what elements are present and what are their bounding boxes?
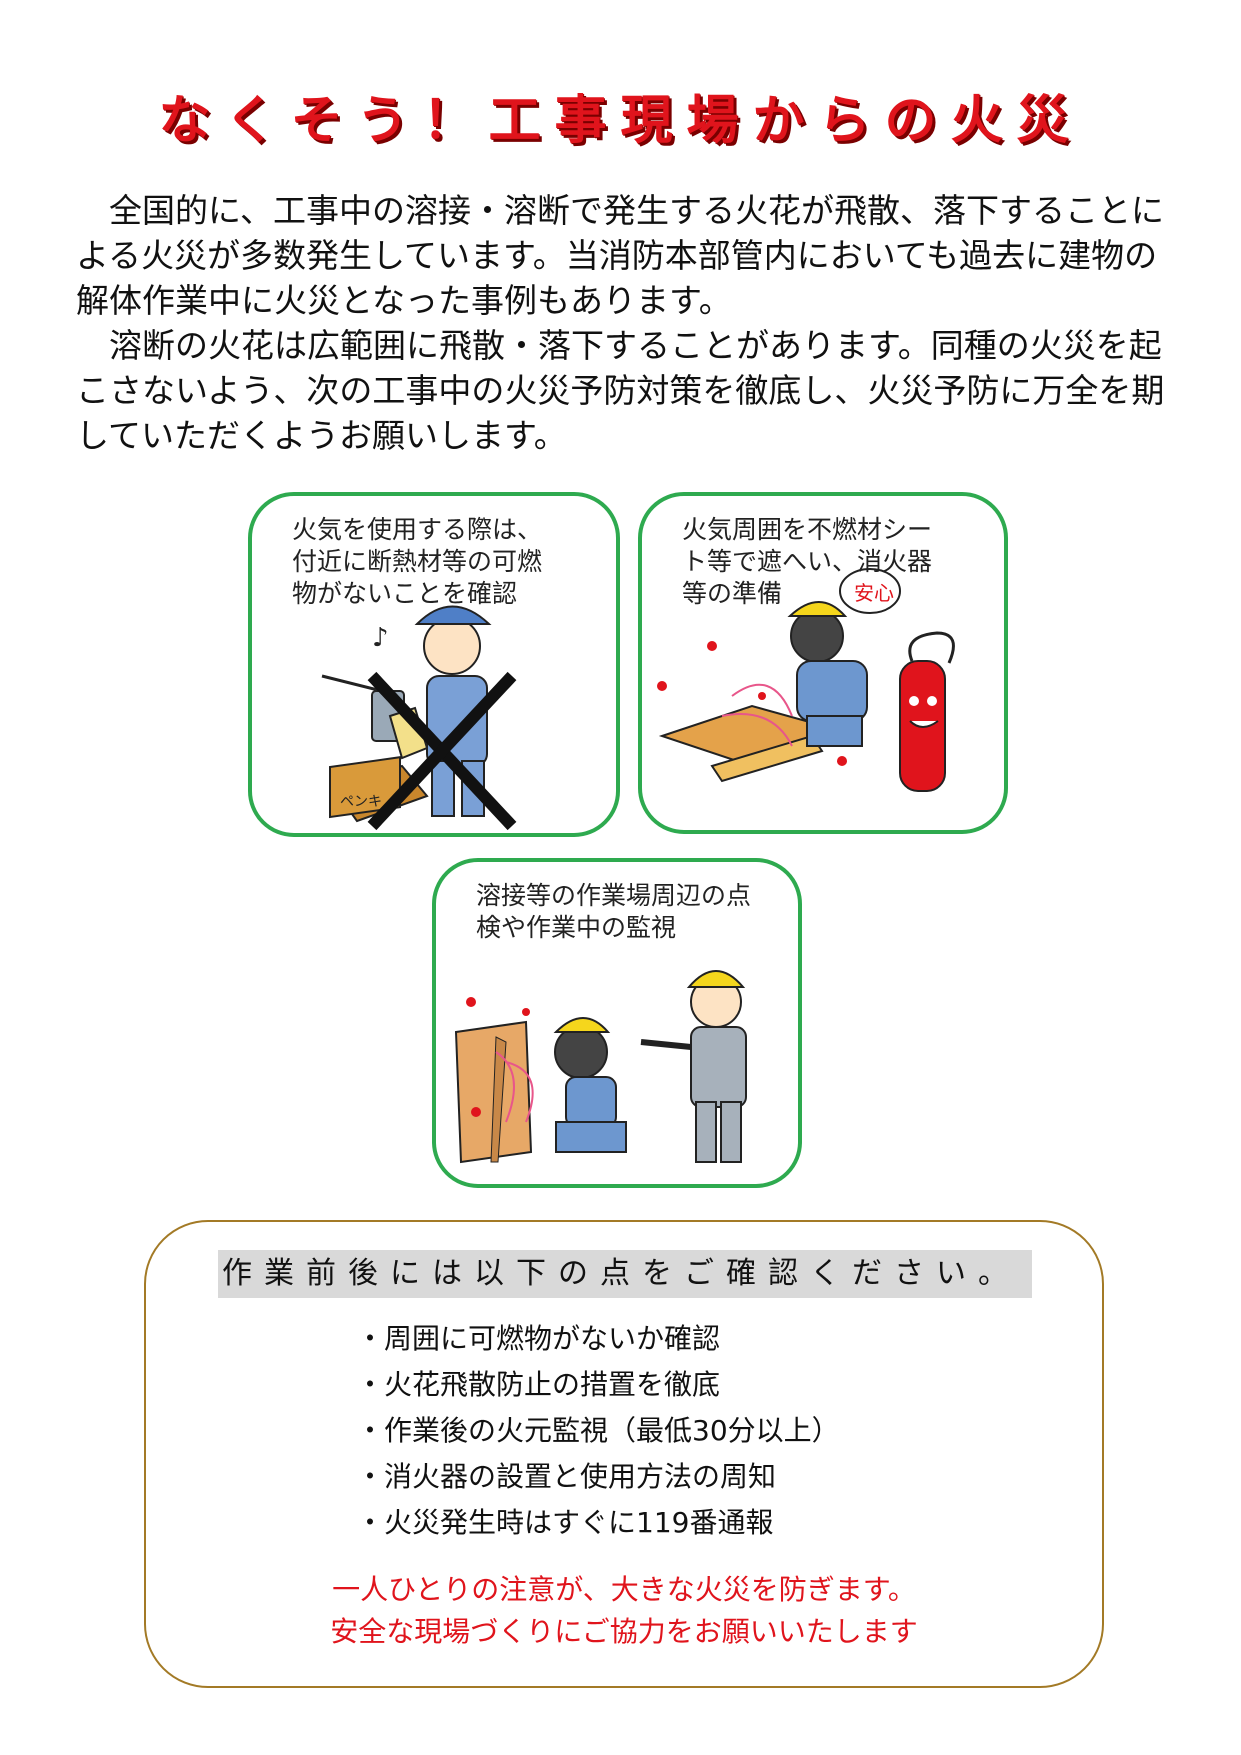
panel-caption: 溶接等の作業場周辺の点 検や作業中の監視 [476, 881, 752, 942]
panel-inspection-watch: 溶接等の作業場周辺の点 検や作業中の監視 [432, 858, 802, 1188]
no-flammables-illustration: ♪ ペンキ [321, 605, 517, 831]
list-item: 火花飛散防止の措置を徹底 [356, 1362, 840, 1408]
list-item: 火災発生時はすぐに119番通報 [356, 1500, 840, 1546]
checklist-heading: 作業前後には以下の点をご確認ください。 [218, 1250, 1032, 1298]
svg-text:♪: ♪ [372, 623, 389, 653]
list-item: 周囲に可燃物がないか確認 [356, 1316, 840, 1362]
intro-paragraph-1: 全国的に、工事中の溶接・溶断で発生する火花が飛散、落下することによる火災が多数発… [76, 191, 1165, 320]
welding-watch-illustration [454, 970, 747, 1164]
notice-line-2: 安全な現場づくりにご協力をお願いいたします [330, 1615, 918, 1648]
intro-paragraph-2: 溶断の火花は広範囲に飛散・落下することがあります。同種の火災を起こさないよう、次… [76, 326, 1165, 455]
bubble-label: 安心 [854, 581, 894, 605]
paint-box-label: ペンキ [340, 794, 382, 810]
list-item: 作業後の火元監視（最低30分以上） [356, 1408, 840, 1454]
list-item: 消火器の設置と使用方法の周知 [356, 1454, 840, 1500]
checklist: 周囲に可燃物がないか確認 火花飛散防止の措置を徹底 作業後の火元監視（最低30分… [356, 1316, 840, 1546]
page-title: なくそう！工事現場からの火災 [158, 91, 1083, 151]
checklist-box [144, 1220, 1104, 1688]
notice-line-1: 一人ひとりの注意が、大きな火災を防ぎます。 [332, 1573, 916, 1606]
intro-text: 全国的に、工事中の溶接・溶断で発生する火花が飛散、落下することによる火災が多数発… [76, 188, 1166, 458]
panel-no-flammables: ♪ ペンキ 火気を使用する際は、 付近に断熱材等の可燃 物がないことを確認 [248, 492, 620, 837]
panel-shield-extinguisher: 安心 火気周囲を不燃材シー ト等で遮へい、消火器 等の準備 [638, 492, 1008, 834]
panel-caption: 火気周囲を不燃材シー ト等で遮へい、消火器 等の準備 [682, 515, 933, 608]
panel-caption: 火気を使用する際は、 付近に断熱材等の可燃 物がないことを確認 [292, 515, 543, 608]
fire-extinguisher-illustration: 安心 [657, 568, 955, 792]
